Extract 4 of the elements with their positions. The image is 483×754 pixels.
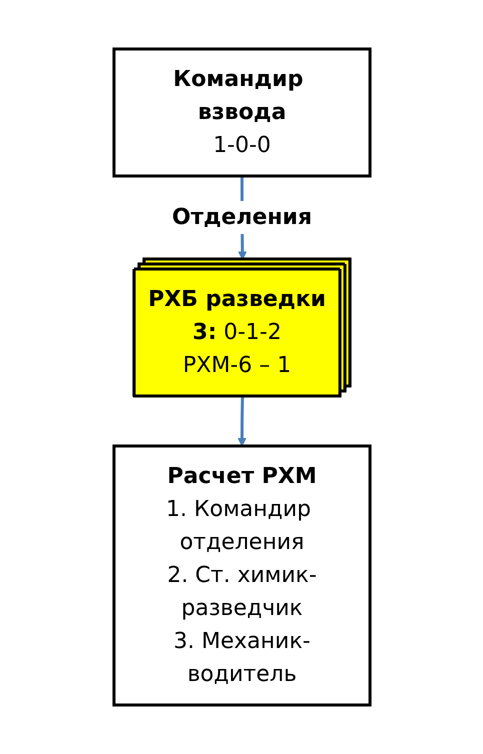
arrow	[237, 396, 246, 446]
edge-label: Отделения	[172, 205, 312, 230]
node-box: Расчет РХМ 1. Командир отделения 2. Ст. химик-разведчик 3. Механик-водитель	[112, 444, 371, 706]
node-box: Командир взвода 1-0-0	[112, 48, 371, 178]
